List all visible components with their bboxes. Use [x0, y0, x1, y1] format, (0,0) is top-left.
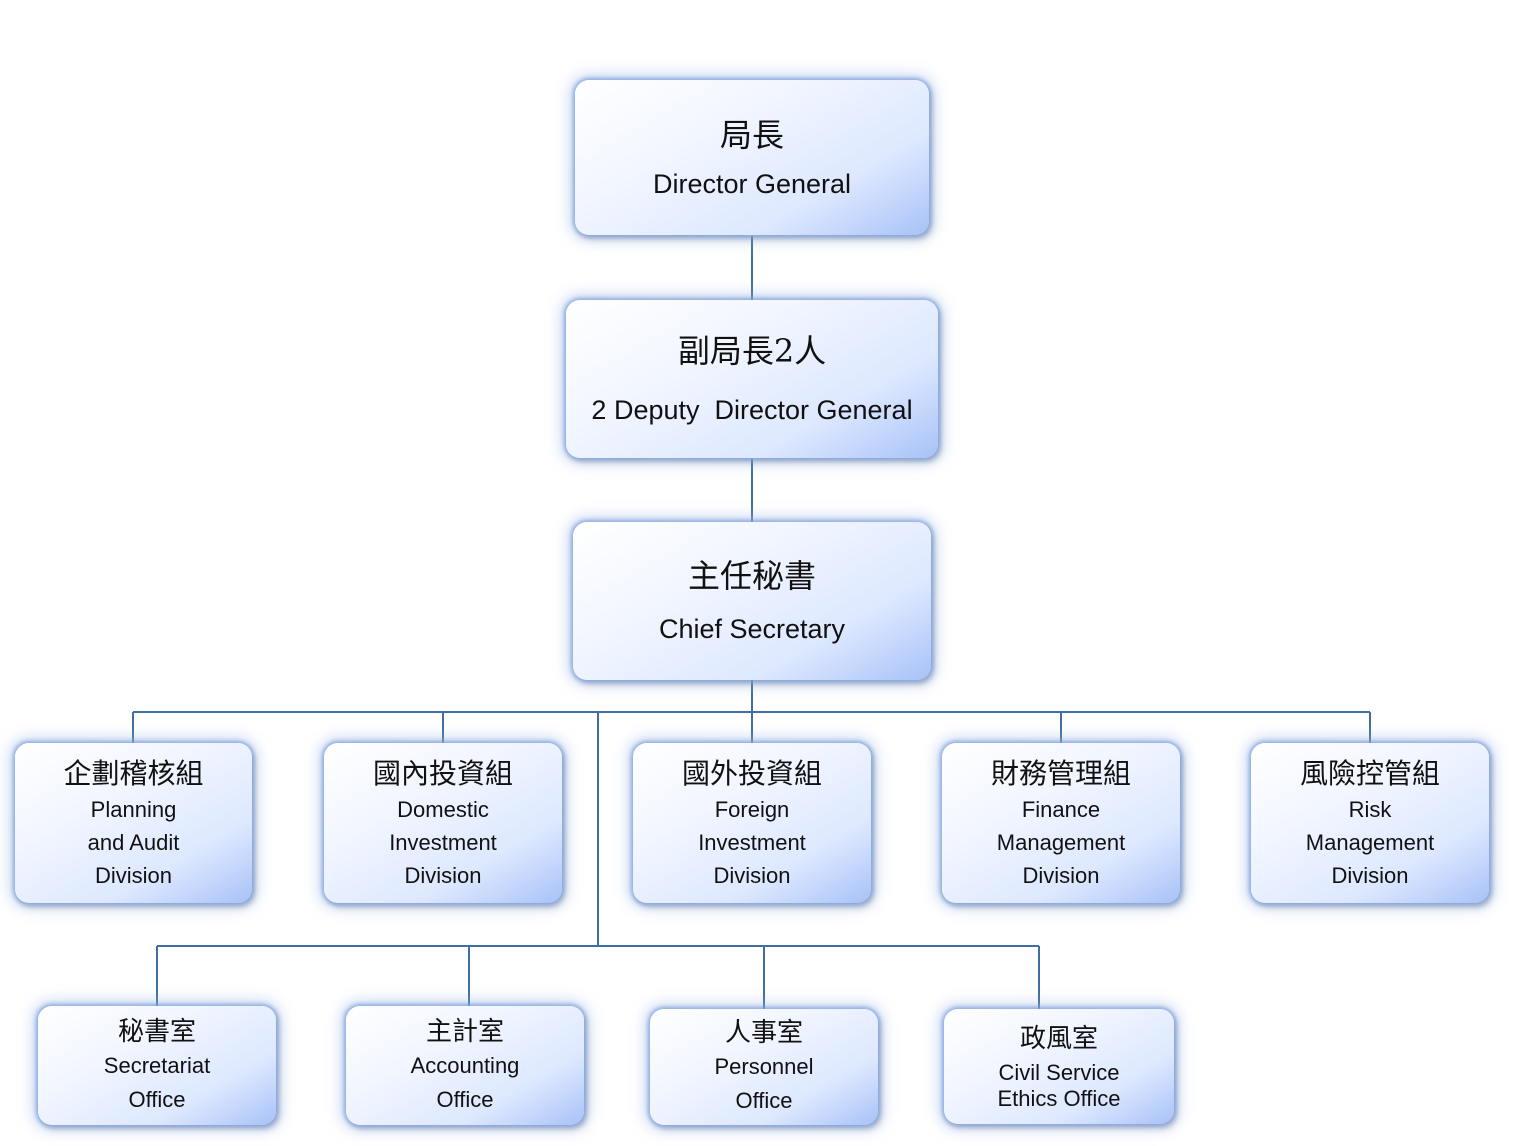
division-en-line: and Audit [87, 829, 180, 855]
office-en-line: Personnel [714, 1054, 814, 1079]
director-zh-label: 局長 [719, 115, 784, 154]
node-chief-secretary: 主任秘書 Chief Secretary [573, 522, 931, 680]
division-zh-label: 財務管理組 [990, 756, 1131, 790]
office-en-line: Office [128, 1086, 186, 1112]
node-office-accounting: 主計室 Accounting Office [346, 1006, 584, 1125]
node-division-foreign-investment: 國外投資組 Foreign Investment Division [633, 743, 871, 903]
division-en-line: Division [94, 862, 173, 888]
office-en-line: Ethics Office [997, 1085, 1121, 1111]
deputy-zh-label: 副局長2人 [677, 332, 827, 370]
division-zh-label: 國內投資組 [372, 756, 513, 790]
office-en-line: Office [436, 1086, 494, 1112]
division-en-line: Division [1022, 862, 1100, 888]
node-division-domestic-investment: 國內投資組 Domestic Investment Division [324, 743, 562, 903]
office-en-line: Office [735, 1088, 793, 1113]
office-en-line: Civil Service [998, 1059, 1120, 1085]
division-zh-label: 風險控管組 [1299, 756, 1440, 790]
node-deputy-director-general: 副局長2人 2 Deputy Director General [566, 300, 938, 458]
division-en-line: Domestic [397, 796, 489, 822]
division-en-line: Management [1305, 829, 1435, 855]
division-zh-label: 企劃稽核組 [63, 756, 204, 790]
director-en-label: Director General [652, 168, 852, 199]
division-en-line: Planning [90, 796, 177, 822]
node-division-risk-management: 風險控管組 Risk Management Division [1251, 743, 1489, 903]
division-en-line: Foreign [714, 796, 790, 822]
office-zh-label: 秘書室 [117, 1016, 196, 1047]
office-zh-label: 政風室 [1019, 1023, 1098, 1054]
node-office-personnel: 人事室 Personnel Office [650, 1009, 878, 1125]
node-director-general: 局長 Director General [575, 80, 929, 235]
division-zh-label: 國外投資組 [681, 756, 822, 790]
chief-zh-label: 主任秘書 [687, 557, 816, 595]
deputy-en-label: 2 Deputy Director General [591, 395, 913, 425]
node-office-civil-service-ethics: 政風室 Civil Service Ethics Office [944, 1009, 1174, 1124]
division-en-line: Investment [389, 829, 497, 855]
office-zh-label: 人事室 [724, 1018, 803, 1048]
division-en-line: Division [404, 862, 482, 888]
division-en-line: Division [713, 862, 791, 888]
division-en-line: Investment [698, 829, 806, 855]
office-zh-label: 主計室 [425, 1016, 504, 1047]
node-division-planning-audit: 企劃稽核組 Planning and Audit Division [15, 743, 252, 903]
division-en-line: Division [1331, 862, 1409, 888]
node-office-secretariat: 秘書室 Secretariat Office [38, 1006, 276, 1125]
division-en-line: Management [996, 829, 1126, 855]
node-division-finance-management: 財務管理組 Finance Management Division [942, 743, 1180, 903]
chief-en-label: Chief Secretary [658, 614, 846, 644]
office-en-line: Accounting [410, 1052, 520, 1078]
office-en-line: Secretariat [103, 1052, 211, 1078]
division-en-line: Risk [1348, 796, 1392, 822]
division-en-line: Finance [1021, 796, 1101, 822]
